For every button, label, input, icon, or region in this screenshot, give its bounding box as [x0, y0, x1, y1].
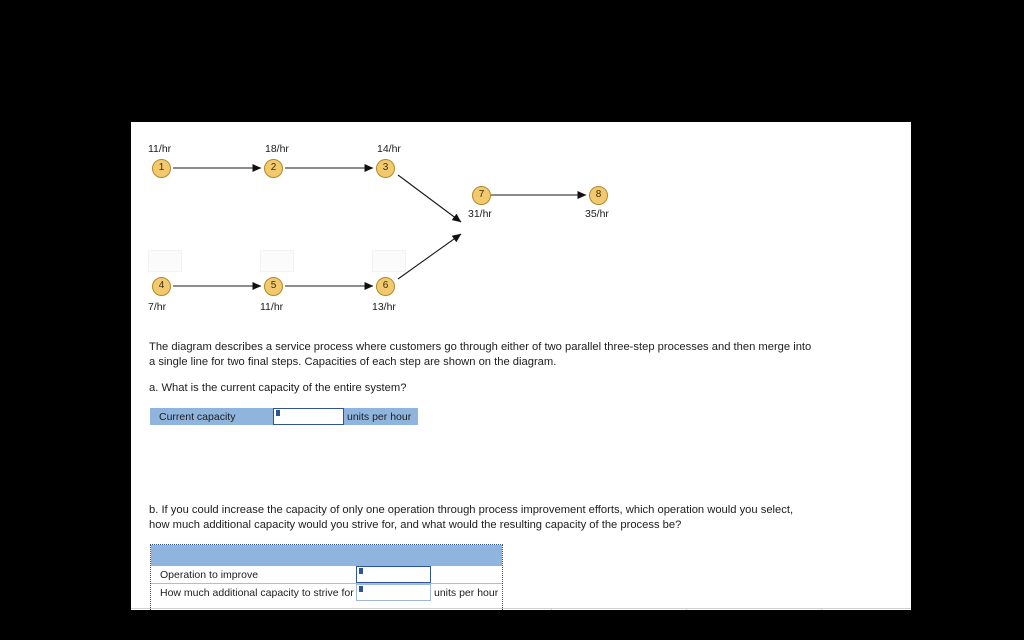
process-node-3[interactable]: 3 [376, 159, 395, 178]
additional-capacity-input-cell[interactable] [356, 584, 431, 601]
operation-to-improve-label: Operation to improve [151, 566, 356, 584]
diagram-edges [173, 164, 587, 290]
question-b-header-mid [356, 545, 431, 566]
additional-capacity-input[interactable] [356, 584, 431, 601]
question-b-prompt-line2: how much additional capacity would you s… [149, 519, 682, 531]
capacity-label-node-7: 31/hr [468, 208, 492, 220]
table-row: How much additional capacity to strive f… [151, 584, 502, 601]
process-node-8[interactable]: 8 [589, 186, 608, 205]
text-caret-icon [359, 568, 363, 574]
question-b-selection-outline [150, 544, 503, 610]
additional-capacity-units: units per hour [434, 586, 499, 599]
scan-artifact [372, 250, 406, 272]
process-node-1[interactable]: 1 [152, 159, 171, 178]
additional-capacity-label: How much additional capacity to strive f… [160, 586, 354, 599]
process-flow-diagram: 11/hr 18/hr 14/hr 1 2 3 4 5 6 7/hr 11/hr… [131, 122, 911, 322]
capacity-label-node-8: 35/hr [585, 208, 609, 220]
question-a-prompt: a. What is the current capacity of the e… [149, 382, 407, 394]
scan-artifact [260, 250, 294, 272]
question-b-header-left [151, 545, 356, 566]
capacity-label-node-1: 11/hr [148, 143, 172, 155]
capacity-label-node-4: 7/hr [148, 301, 167, 313]
table-row-header [151, 545, 502, 566]
worksheet-page: 11/hr 18/hr 14/hr 1 2 3 4 5 6 7/hr 11/hr… [131, 122, 911, 610]
process-node-6[interactable]: 6 [376, 277, 395, 296]
operation-to-improve-input[interactable] [356, 566, 431, 583]
clipped-grid-line [686, 608, 687, 610]
scan-artifact [148, 250, 182, 272]
capacity-label-node-6: 13/hr [372, 301, 396, 313]
process-node-5[interactable]: 5 [264, 277, 283, 296]
text-caret-icon [276, 410, 280, 416]
clipped-grid-line [821, 608, 822, 610]
table-row: Operation to improve [151, 566, 502, 584]
problem-description-line1: The diagram describes a service process … [149, 341, 812, 353]
clipped-grid-line [131, 608, 911, 609]
process-node-4[interactable]: 4 [152, 277, 171, 296]
operation-to-improve-units [431, 566, 502, 584]
process-node-7[interactable]: 7 [472, 186, 491, 205]
current-capacity-units: units per hour [344, 408, 418, 425]
question-b-answer-table: Operation to improve How much additional… [151, 545, 502, 601]
table-row: Current capacity units per hour [150, 408, 418, 425]
process-node-2[interactable]: 2 [264, 159, 283, 178]
text-caret-icon [359, 586, 363, 592]
capacity-label-node-2: 18/hr [265, 143, 289, 155]
current-capacity-input[interactable] [273, 408, 344, 425]
current-capacity-input-cell[interactable] [273, 408, 344, 425]
question-b-prompt-line1: b. If you could increase the capacity of… [149, 504, 794, 516]
question-b-header-right [431, 545, 502, 566]
operation-to-improve-input-cell[interactable] [356, 566, 431, 584]
problem-description-line2: a single line for two final steps. Capac… [149, 356, 557, 368]
capacity-label-node-3: 14/hr [377, 143, 401, 155]
capacity-label-node-5: 11/hr [260, 301, 284, 313]
current-capacity-label: Current capacity [150, 408, 273, 425]
question-a-answer-table: Current capacity units per hour [150, 408, 418, 425]
clipped-grid-line [551, 608, 552, 610]
